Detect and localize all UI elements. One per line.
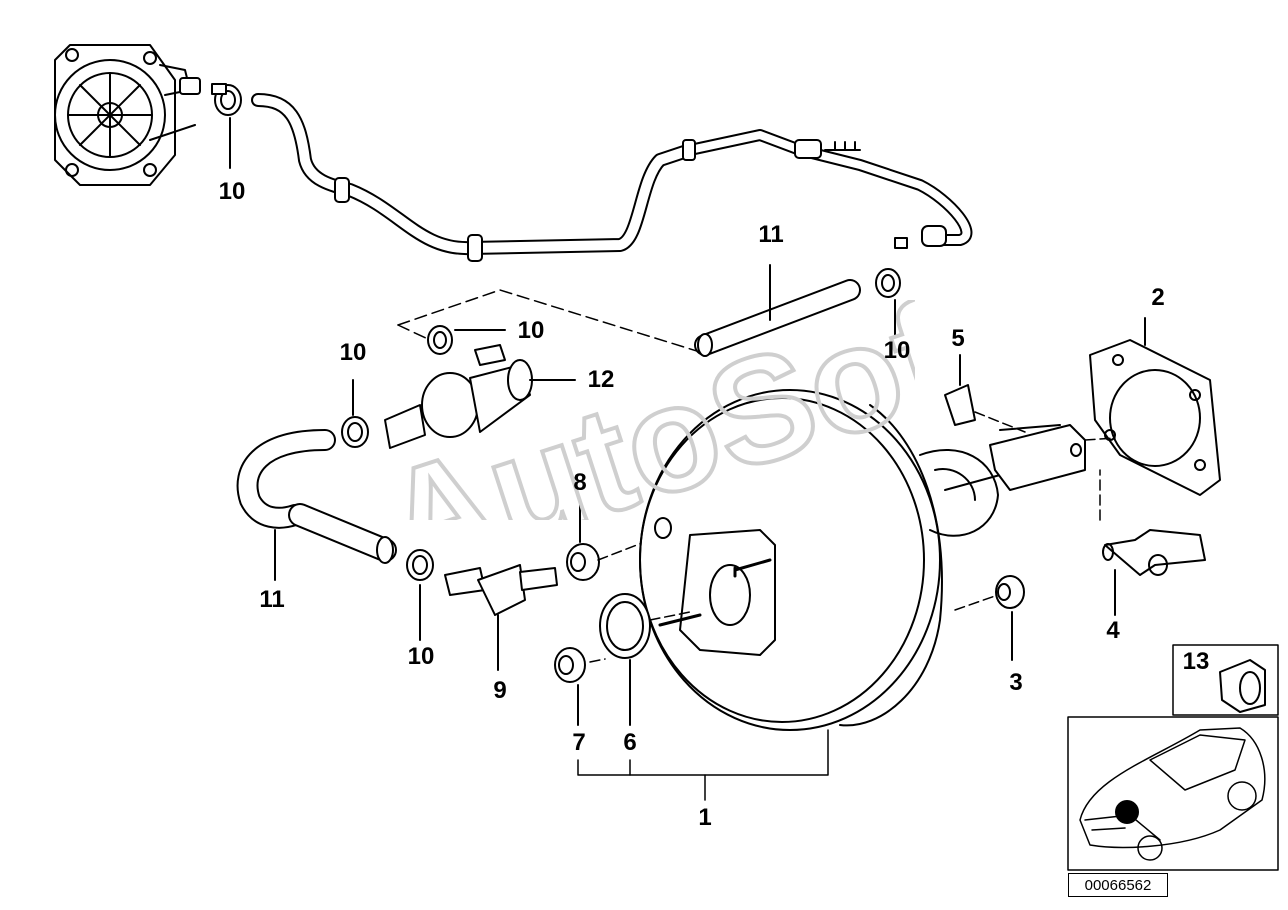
callout-2: 2 (1151, 284, 1165, 311)
callout-6: 6 (623, 729, 637, 756)
check-valve (384, 344, 576, 449)
callout-4: 4 (1106, 617, 1120, 644)
grommet (566, 499, 656, 581)
callout-12: 12 (587, 366, 615, 393)
inset-car (1067, 716, 1279, 871)
diagram-id-label: 00066562 (1068, 873, 1168, 897)
hose-clamp-lower (406, 549, 434, 641)
upper-vacuum-line (251, 93, 973, 262)
hose-clamp-left (341, 379, 369, 448)
pushrod-clevis (989, 424, 1086, 491)
callout-5: 5 (951, 325, 965, 352)
vacuum-pump (54, 44, 201, 186)
callout-13: 13 (1182, 648, 1210, 675)
hose-upper (694, 264, 861, 357)
callout-10: 10 (218, 178, 246, 205)
nut-right (954, 575, 1025, 661)
callout-10: 10 (883, 337, 911, 364)
inset-grommet (1172, 644, 1279, 716)
callout-1: 1 (698, 804, 712, 831)
hose-lower (236, 429, 397, 581)
elbow-fitting (444, 564, 558, 671)
callout-10: 10 (339, 339, 367, 366)
callout-9: 9 (493, 677, 507, 704)
brake-booster (639, 389, 1001, 731)
callout-8: 8 (573, 469, 587, 496)
clip-bolt (1099, 469, 1206, 616)
hose-clamp-top (211, 83, 242, 169)
hose-clamp-upper-right (875, 237, 908, 336)
hose-clamp-middle (427, 325, 506, 355)
callout-11: 11 (758, 221, 784, 248)
seal-ring (599, 593, 691, 726)
mounting-bracket (944, 354, 1026, 433)
callout-10: 10 (407, 643, 435, 670)
gasket-plate (1084, 317, 1221, 496)
callout-7: 7 (572, 729, 586, 756)
callout-3: 3 (1009, 669, 1023, 696)
nut-left (554, 647, 606, 726)
dashed-reference-line (397, 289, 701, 353)
assembly-bracket-line (577, 729, 829, 801)
callout-10: 10 (517, 317, 545, 344)
callout-11: 11 (259, 586, 285, 613)
